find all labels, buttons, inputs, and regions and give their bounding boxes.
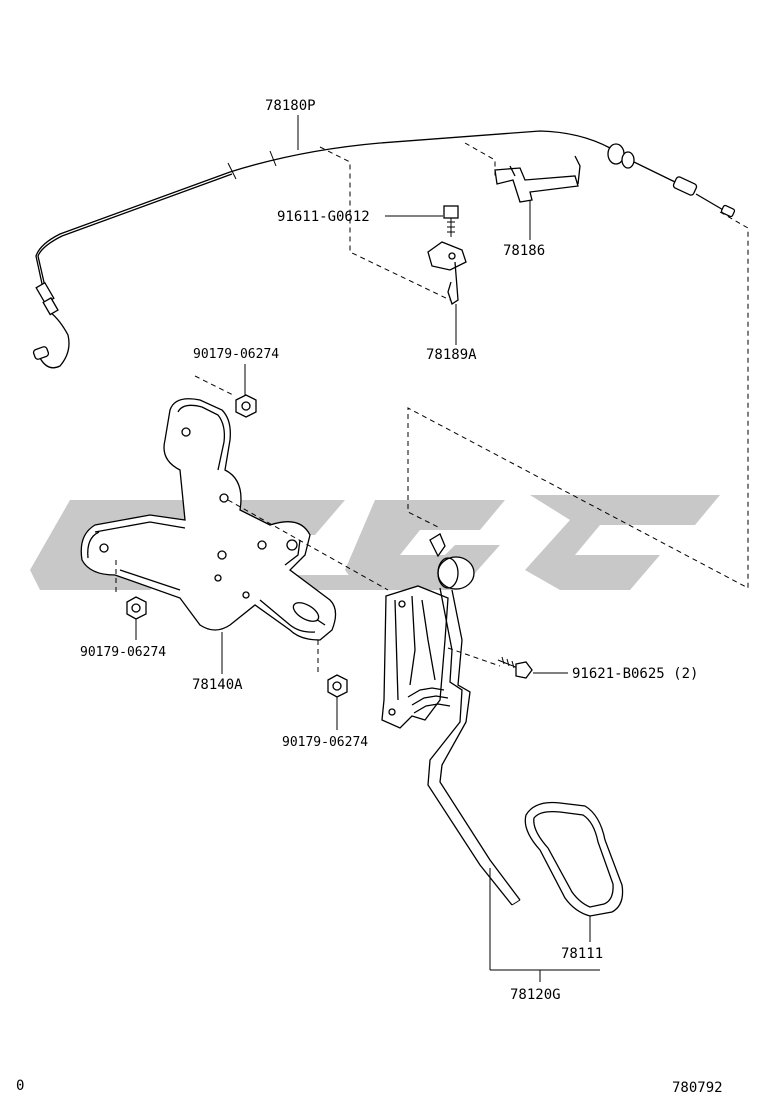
pedal-assembly-78120g: 78120G xyxy=(381,533,600,1003)
clamp-78189a: 78189A xyxy=(426,241,477,363)
label-nut-lower: 90179-06274 xyxy=(282,735,368,750)
bolt-91611: 91611-G0612 xyxy=(277,205,459,237)
nut-top: 90179-06274 xyxy=(193,347,279,418)
label-nut-top: 90179-06274 xyxy=(193,347,279,362)
footer-right-code: 780792 xyxy=(672,1080,723,1096)
bracket-plate-78140a: 78140A xyxy=(80,398,389,693)
nut-left: 90179-06274 xyxy=(80,560,166,660)
bracket-78186: 78186 xyxy=(494,155,581,259)
cable-78180p: 78180P xyxy=(32,98,736,369)
pedal-pad-78111: 78111 xyxy=(524,801,624,962)
label-78186: 78186 xyxy=(503,243,545,259)
label-91611-g0612: 91611-G0612 xyxy=(277,209,370,225)
nut-lower: 90179-06274 xyxy=(282,640,368,750)
label-nut-left: 90179-06274 xyxy=(80,645,166,660)
label-78189a: 78189A xyxy=(426,347,477,363)
label-78140a: 78140A xyxy=(192,677,243,693)
bolt-91621: 91621-B0625 (2) xyxy=(447,647,698,682)
label-78180p: 78180P xyxy=(265,98,316,114)
reference-lines-upper xyxy=(319,142,749,589)
label-78111: 78111 xyxy=(561,946,603,962)
footer-left-code: 0 xyxy=(16,1078,24,1094)
label-91621-b0625: 91621-B0625 (2) xyxy=(572,666,698,682)
label-78120g: 78120G xyxy=(510,987,561,1003)
